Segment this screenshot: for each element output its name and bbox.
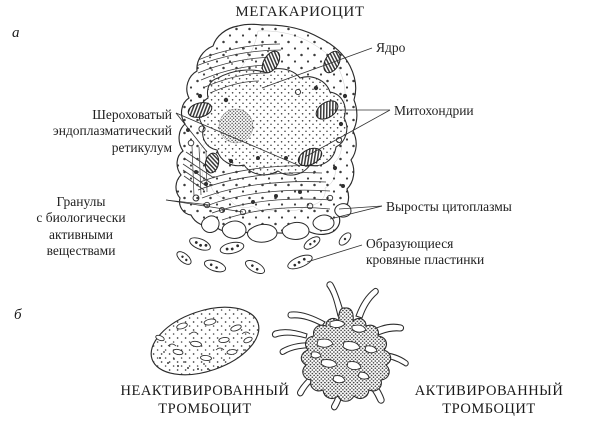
label-forming-platelets: Образующиеся кровяные пластинки	[366, 236, 485, 268]
caption-inactive-platelet: НЕАКТИВИРОВАННЫЙ ТРОМБОЦИТ	[120, 383, 290, 417]
label-cytoplasm-protrusions: Выросты цитоплазмы	[386, 199, 512, 214]
figure-title: МЕГАКАРИОЦИТ	[235, 4, 365, 20]
inactive-platelet	[142, 305, 268, 381]
granules-solid	[186, 85, 348, 204]
leader-lines	[165, 47, 391, 263]
granules	[187, 88, 343, 216]
rough-er-upper	[195, 43, 282, 94]
label-nucleus: Ядро	[376, 40, 406, 55]
megakaryocyte-cell	[175, 23, 358, 274]
label-rough-er: Шероховатый эндоплазматический ретикулум	[52, 107, 172, 155]
label-granules: Гранулы с биологически активными веществ…	[36, 194, 126, 259]
cytoplasm-protrusions	[201, 203, 352, 243]
panel-marker-a: а	[12, 25, 20, 41]
forming-platelets	[176, 232, 352, 274]
label-mitochondria: Митохондрии	[394, 103, 474, 118]
mitochondria	[187, 50, 341, 174]
nucleus	[198, 68, 348, 176]
panel-marker-b: б	[14, 307, 22, 323]
rough-er-left	[182, 145, 217, 197]
activated-platelet	[271, 281, 409, 411]
nucleolus	[218, 108, 254, 144]
caption-active-platelet: АКТИВИРОВАННЫЙ ТРОМБОЦИТ	[414, 383, 564, 417]
